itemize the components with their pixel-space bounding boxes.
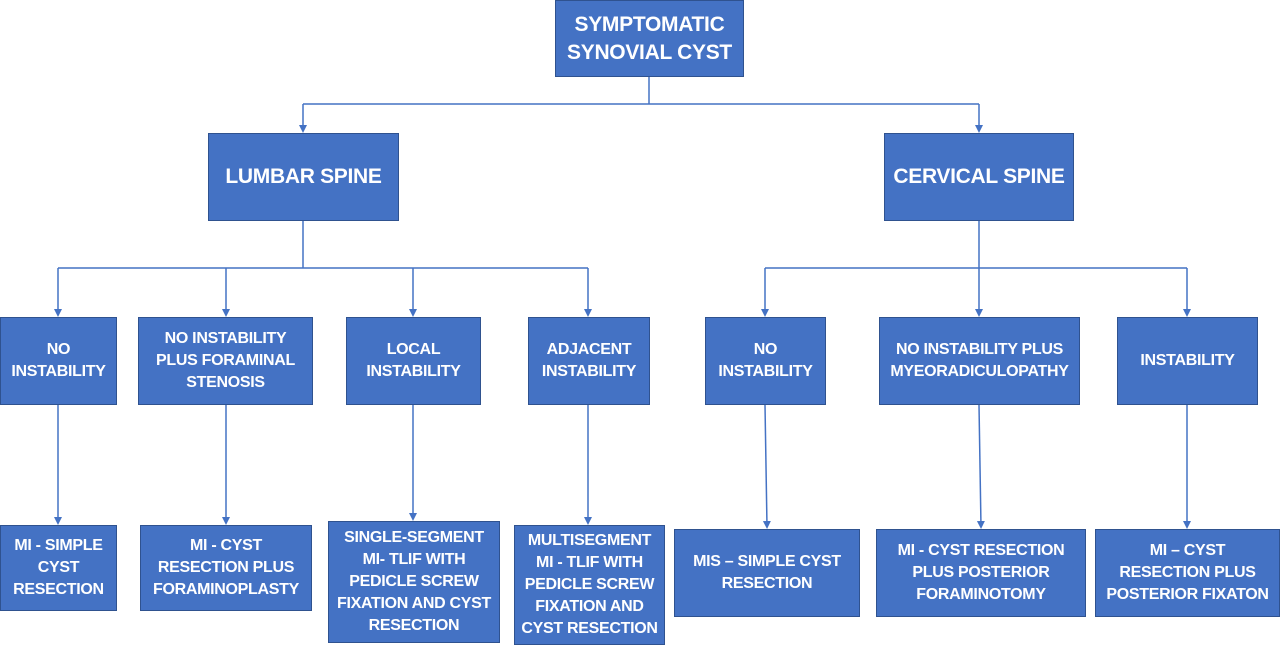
condition-node-lumbar-no-instability: NO INSTABILITY (0, 317, 117, 405)
condition-node-lumbar-local-instability: LOCAL INSTABILITY (346, 317, 481, 405)
branch-node-lumbar-spine: LUMBAR SPINE (208, 133, 399, 221)
treatment-node-lumbar-simple-cyst-resection: MI - SIMPLE CYST RESECTION (0, 525, 117, 611)
condition-node-cervical-myeoradiculopathy: NO INSTABILITY PLUS MYEORADICULOPATHY (879, 317, 1080, 405)
condition-node-cervical-no-instability: NO INSTABILITY (705, 317, 826, 405)
treatment-node-cervical-foraminotomy: MI - CYST RESECTION PLUS POSTERIOR FORAM… (876, 529, 1086, 617)
treatment-node-lumbar-single-segment-tlif: SINGLE-SEGMENT MI- TLIF WITH PEDICLE SCR… (328, 521, 500, 643)
condition-node-lumbar-foraminal-stenosis: NO INSTABILITY PLUS FORAMINAL STENOSIS (138, 317, 313, 405)
connector-condition-to-treatment-5 (762, 404, 771, 529)
connector-condition-to-treatment-6 (976, 404, 985, 529)
root-node: SYMPTOMATIC SYNOVIAL CYST (555, 0, 744, 77)
treatment-node-lumbar-foraminoplasty: MI - CYST RESECTION PLUS FORAMINOPLASTY (140, 525, 312, 611)
treatment-node-cervical-simple-cyst-resection: MIS – SIMPLE CYST RESECTION (674, 529, 860, 617)
treatment-node-lumbar-multisegment-tlif: MULTISEGMENT MI - TLIF WITH PEDICLE SCRE… (514, 525, 665, 645)
treatment-node-cervical-posterior-fixation: MI – CYST RESECTION PLUS POSTERIOR FIXAT… (1095, 529, 1280, 617)
condition-node-cervical-instability: INSTABILITY (1117, 317, 1258, 405)
branch-node-cervical-spine: CERVICAL SPINE (884, 133, 1074, 221)
condition-node-lumbar-adjacent-instability: ADJACENT INSTABILITY (528, 317, 650, 405)
